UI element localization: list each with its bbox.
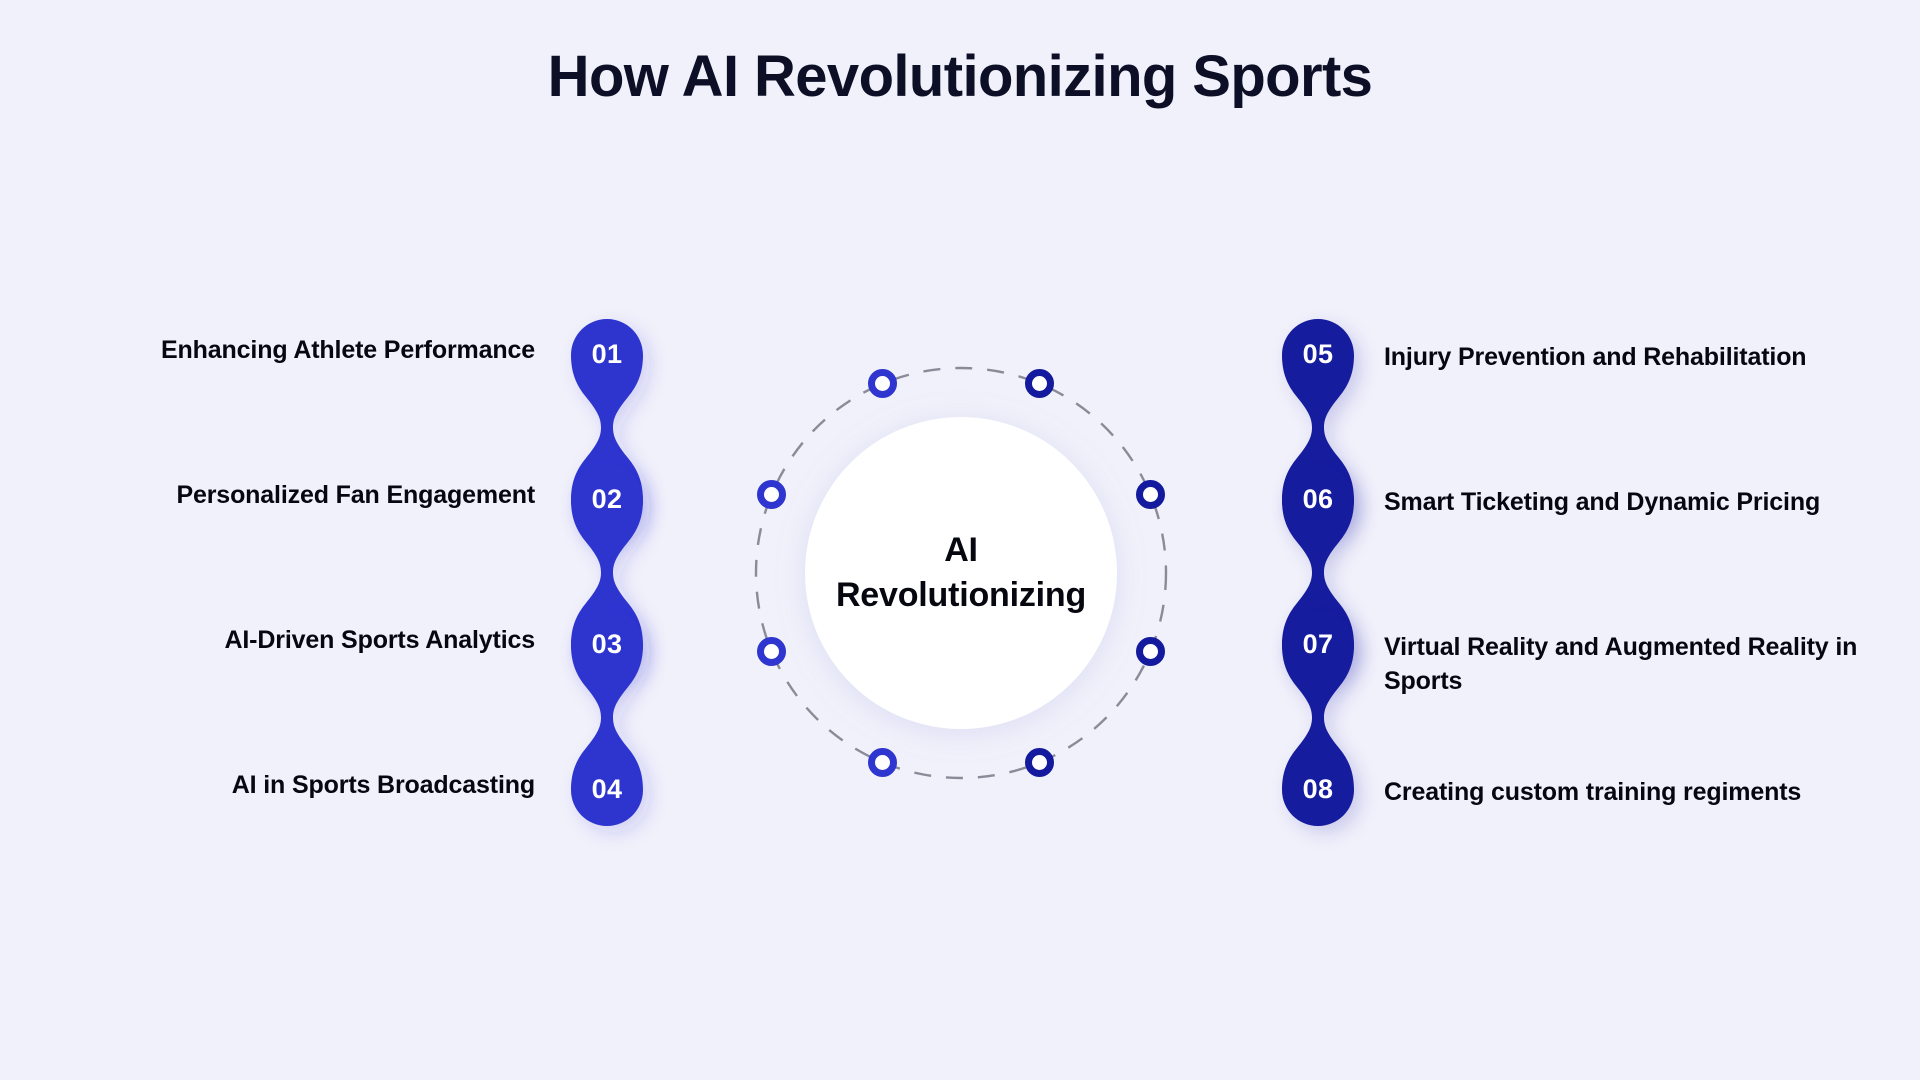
right-item-label-08: Creating custom training regiments <box>1384 778 1802 806</box>
right-item-label-05: Injury Prevention and Rehabilitation <box>1384 343 1807 371</box>
orbit-marker-bottom-left <box>868 748 897 777</box>
dashed-orbit-ring <box>754 366 1168 780</box>
left-bead-chain: 01 02 03 04 <box>542 300 672 860</box>
left-chain-shape <box>571 319 643 826</box>
left-item-label-04: AI in Sports Broadcasting <box>231 771 535 799</box>
orbit-marker-top-right <box>1025 369 1054 398</box>
orbit-marker-lower-right <box>1136 637 1165 666</box>
orbit-marker-top-left <box>868 369 897 398</box>
left-item-label-01: Enhancing Athlete Performance <box>161 336 535 364</box>
left-item-label-02: Personalized Fan Engagement <box>176 481 535 509</box>
right-bead-chain: 05 06 07 08 <box>1253 300 1383 860</box>
orbit-marker-bottom-right <box>1025 748 1054 777</box>
page-title: How AI Revolutionizing Sports <box>547 44 1373 109</box>
right-chain-shape <box>1282 319 1354 826</box>
right-item-label-07: Virtual Reality and Augmented Reality in… <box>1384 633 1858 696</box>
orbit-marker-upper-right <box>1136 480 1165 509</box>
center-orbit-svg <box>754 366 1168 780</box>
orbit-marker-upper-left <box>757 480 786 509</box>
center-graphic: AI Revolutionizing <box>711 323 1211 823</box>
right-item-label-06: Smart Ticketing and Dynamic Pricing <box>1384 488 1821 516</box>
orbit-marker-lower-left <box>757 637 786 666</box>
left-item-label-03: AI-Driven Sports Analytics <box>224 626 535 654</box>
center-white-circle <box>805 417 1117 729</box>
